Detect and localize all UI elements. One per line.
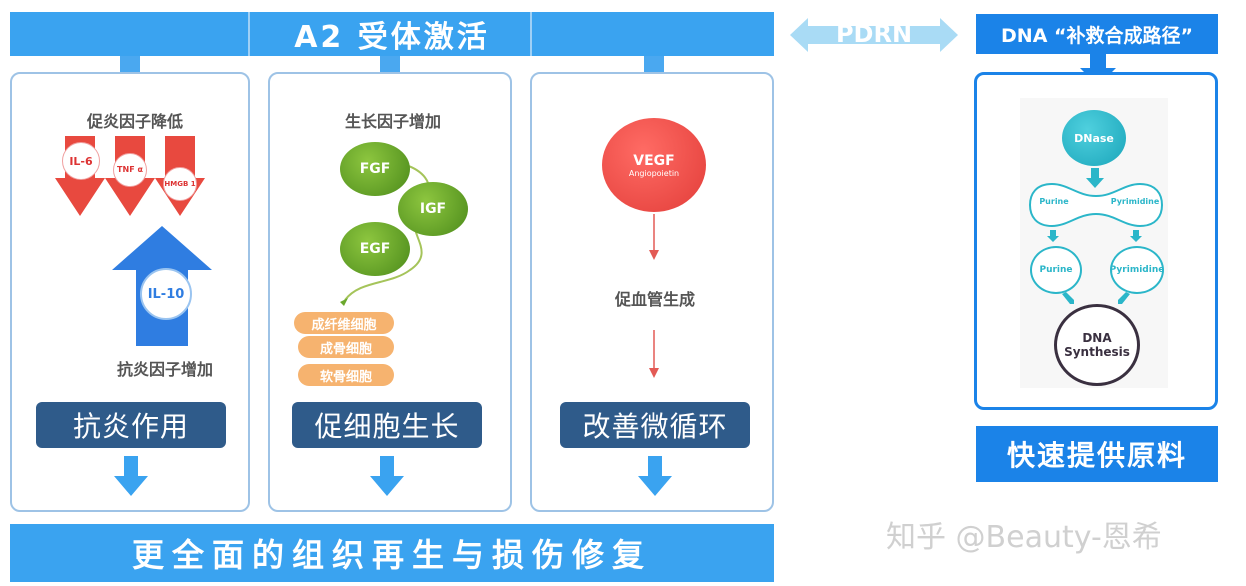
purine-label: Purine <box>1039 197 1069 206</box>
purine-pyrimidine-link <box>1028 182 1164 228</box>
panel3-label-text: 改善微循环 <box>582 410 728 443</box>
watermark: 知乎 @Beauty-恩希 <box>886 520 1162 555</box>
fgf-label: FGF <box>359 161 391 177</box>
teal-converge-arrow-icon <box>1118 292 1130 304</box>
tnf-label: TNF α <box>117 165 143 174</box>
dnase-label: DNase <box>1074 131 1114 145</box>
tnf-badge: TNF α <box>113 153 147 187</box>
teal-converge-arrow-icon <box>1062 292 1074 304</box>
fgf-circle: FGF <box>340 142 410 196</box>
hmgb-badge: HMGB 1 <box>163 167 197 201</box>
panel2-title: 生长因子增加 <box>344 112 441 131</box>
cell-pill: 软骨细胞 <box>298 364 394 386</box>
egf-label: EGF <box>359 241 391 257</box>
panel2-label-text: 促细胞生长 <box>314 410 460 443</box>
top-banner-title: A2 受体激活 <box>294 20 490 55</box>
angiopoietin-label: Angiopoietin <box>628 168 680 178</box>
pyrimidine-oval: Pyrimidine <box>1110 246 1164 294</box>
teal-down-arrow-icon <box>1047 230 1059 242</box>
teal-down-arrow-icon <box>1086 168 1104 188</box>
cell-pill: 成骨细胞 <box>298 336 394 358</box>
igf-label: IGF <box>419 201 447 217</box>
dna-header-label: DNA “补救合成路径” <box>1001 24 1193 47</box>
dnase-circle: DNase <box>1062 110 1126 166</box>
down-arrow-icon <box>638 456 672 496</box>
panel1-label: 抗炎作用 <box>36 402 226 448</box>
il10-badge: IL-10 <box>140 268 192 320</box>
panel1-label-text: 抗炎作用 <box>72 410 189 443</box>
synthesis-label: Synthesis <box>1064 345 1130 359</box>
vegf-label: VEGF <box>633 152 675 169</box>
down-arrow-icon <box>370 456 404 496</box>
top-banner: A2 受体激活 <box>10 12 774 56</box>
vegf-circle: VEGF Angiopoietin <box>602 118 706 212</box>
dna-label: DNA <box>1082 331 1112 345</box>
thin-down-arrow-icon <box>649 214 659 260</box>
cell-pill: 成纤维细胞 <box>294 312 394 334</box>
dna-header: DNA “补救合成路径” <box>976 14 1218 54</box>
thin-down-arrow-icon <box>649 330 659 378</box>
hmgb-label: HMGB 1 <box>164 179 196 188</box>
dna-synthesis-circle: DNA Synthesis <box>1054 304 1140 386</box>
cell-pill-label: 成纤维细胞 <box>311 317 377 333</box>
pyrimidine-label: Pyrimidine <box>1110 197 1160 206</box>
cell-pill-label: 成骨细胞 <box>319 341 372 357</box>
pyrimidine-oval-label: Pyrimidine <box>1109 265 1165 275</box>
panel3-label: 改善微循环 <box>560 402 750 448</box>
banner-divider <box>248 12 250 56</box>
banner-divider <box>530 12 532 56</box>
down-arrow-icon <box>1080 54 1116 86</box>
igf-circle: IGF <box>398 182 468 236</box>
cell-pill-label: 软骨细胞 <box>319 369 372 385</box>
bottom-banner: 更全面的组织再生与损伤修复 <box>10 524 774 582</box>
growth-curve <box>340 159 431 306</box>
il6-label: IL-6 <box>69 154 93 168</box>
purine-oval: Purine <box>1030 246 1082 294</box>
panel3-mid-text: 促血管生成 <box>614 290 695 309</box>
panel4-label: 快速提供原料 <box>976 426 1218 482</box>
teal-down-arrow-icon <box>1130 230 1142 242</box>
bottom-banner-title: 更全面的组织再生与损伤修复 <box>131 536 652 574</box>
il6-badge: IL-6 <box>62 142 100 180</box>
panel2-label: 促细胞生长 <box>292 402 482 448</box>
panel1-title-top: 促炎因子降低 <box>86 112 183 131</box>
panel4-label-text: 快速提供原料 <box>1006 439 1187 472</box>
il10-label: IL-10 <box>147 286 185 302</box>
purine-oval-label: Purine <box>1039 265 1073 275</box>
panel1-title-bottom: 抗炎因子增加 <box>116 360 213 379</box>
pdrn-label: PDRN <box>835 20 913 48</box>
down-arrow-icon <box>114 456 148 496</box>
pdrn-double-arrow <box>790 18 958 52</box>
egf-circle: EGF <box>340 222 410 276</box>
